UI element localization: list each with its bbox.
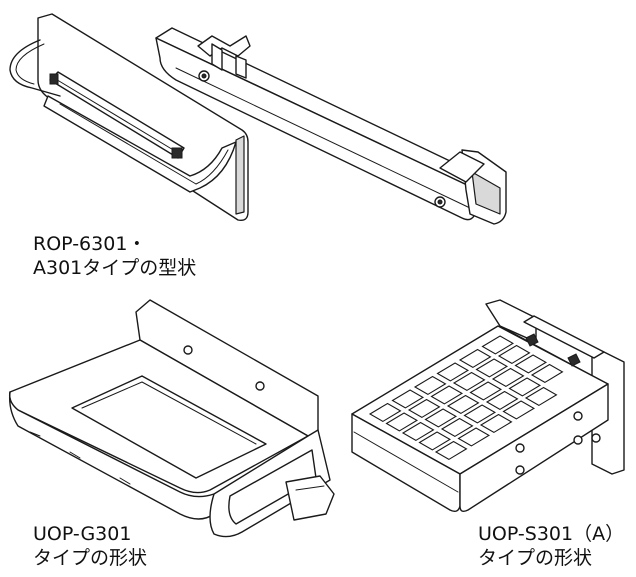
rail-side-face xyxy=(155,37,487,221)
keypad-key xyxy=(418,431,452,451)
keypad-key xyxy=(401,421,435,442)
rop-wire-loop xyxy=(9,39,61,97)
uop-s-screw-1 xyxy=(573,411,583,421)
rop-panel-edge xyxy=(235,135,245,215)
keypad-key xyxy=(440,417,474,438)
keypad-key xyxy=(407,398,441,419)
uop-s-screw-5 xyxy=(515,465,525,475)
keypad-key xyxy=(452,371,486,392)
keypad-key xyxy=(514,354,548,374)
keypad-key xyxy=(446,394,480,415)
label-uop-g: UOP-G301 タイプの形状 xyxy=(33,522,147,570)
keypad-key xyxy=(424,408,458,428)
uop-s-screw-2 xyxy=(573,435,583,445)
keypad-key xyxy=(491,367,525,388)
uop-g-bottom-clip xyxy=(285,475,335,521)
label-uop-s: UOP-S301（A） タイプの形状 xyxy=(478,522,624,570)
uop-s-rear-plate xyxy=(485,299,537,343)
keypad-key xyxy=(391,389,425,409)
keypad-key xyxy=(385,412,419,432)
keypad-key xyxy=(479,413,513,434)
keypad-key xyxy=(530,363,564,384)
uop-s-box-right xyxy=(459,383,609,513)
uop-s-keypad-keys xyxy=(368,335,564,461)
keypad-key xyxy=(368,402,402,423)
keypad-key xyxy=(485,390,519,411)
keypad-key xyxy=(463,404,497,424)
uop-s-keypad-box xyxy=(351,299,625,513)
label-uop-s-line1: UOP-S301（A） xyxy=(478,523,625,545)
keypad-key xyxy=(475,358,509,378)
label-rop-line2: A301タイプの型状 xyxy=(33,257,197,279)
rop-rod-end-left xyxy=(49,73,59,85)
uop-s-screw-4 xyxy=(515,443,525,453)
uop-s-screw-3 xyxy=(591,433,601,443)
uop-g-hole-1 xyxy=(183,345,193,355)
keypad-key xyxy=(457,427,491,447)
label-uop-g-line2: タイプの形状 xyxy=(33,547,148,569)
label-uop-s-line2: タイプの形状 xyxy=(478,547,593,569)
keypad-key xyxy=(497,344,531,365)
keypad-key xyxy=(481,335,515,355)
rop-rod-end-right xyxy=(171,147,183,159)
uop-g-tray xyxy=(8,299,335,538)
label-rop-line1: ROP-6301・ xyxy=(33,233,147,255)
keypad-key xyxy=(436,362,470,382)
keypad-key xyxy=(502,400,536,420)
label-uop-g-line1: UOP-G301 xyxy=(33,523,132,545)
keypad-key xyxy=(524,386,558,407)
keypad-key xyxy=(430,385,464,405)
keypad-key xyxy=(508,377,542,397)
uop-g-recess xyxy=(71,375,267,479)
keypad-key xyxy=(434,440,468,461)
rop-panel-bracket xyxy=(9,13,249,222)
keypad-key xyxy=(413,375,447,396)
keypad-key xyxy=(469,381,503,401)
keypad-key xyxy=(458,348,492,369)
rail-bracket xyxy=(155,27,507,225)
label-rop: ROP-6301・ A301タイプの型状 xyxy=(33,232,196,280)
uop-g-hole-2 xyxy=(255,381,265,391)
